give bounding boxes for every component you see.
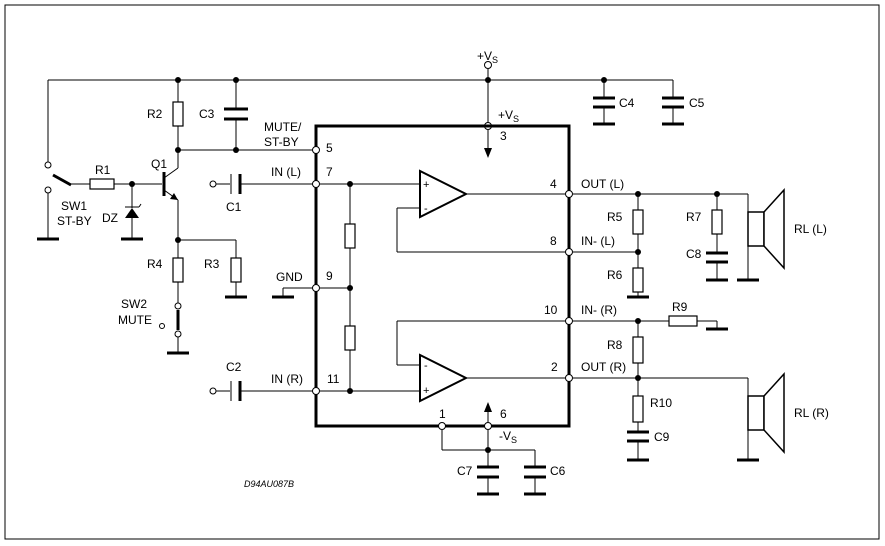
- label-rl-r: RL (R): [794, 406, 829, 420]
- output-right-network: [573, 315, 785, 462]
- switch-sw2: [159, 310, 189, 355]
- label-c7: C7: [457, 464, 473, 478]
- opamp-right: [396, 320, 569, 403]
- label-r2: R2: [147, 107, 163, 121]
- pin-6: 6: [500, 407, 507, 421]
- label-r5: R5: [607, 210, 623, 224]
- pin-2: 2: [551, 360, 558, 374]
- pin-7: 7: [326, 165, 333, 179]
- label-r6: R6: [607, 268, 623, 282]
- supply-label-neg: -VS: [499, 429, 517, 445]
- label-r3: R3: [204, 257, 220, 271]
- label-r8: R8: [607, 338, 623, 352]
- pin-4: 4: [550, 177, 557, 191]
- label-out-r: OUT (R): [581, 360, 626, 374]
- diagram-frame: [4, 4, 880, 540]
- opamp-left-minus: -: [424, 203, 428, 215]
- pin3-supply: [484, 80, 492, 158]
- label-mute: MUTE: [118, 313, 152, 327]
- capacitor-c1: [209, 174, 316, 194]
- label-out-l: OUT (L): [581, 177, 624, 191]
- capacitor-c6: [524, 465, 546, 496]
- label-mute-stby-1: MUTE/: [264, 120, 302, 134]
- internal-bias-network: [320, 181, 420, 394]
- pin-10: 10: [544, 303, 558, 317]
- switch-sw1: [37, 161, 90, 241]
- label-mute-stby-2: ST-BY: [264, 135, 299, 149]
- resistor-r1: [89, 178, 162, 190]
- label-q1: Q1: [151, 157, 167, 171]
- pin-3: 3: [500, 129, 507, 143]
- label-c6: C6: [550, 464, 566, 478]
- label-sw2: SW2: [121, 297, 147, 311]
- label-r1: R1: [95, 163, 111, 177]
- label-r9: R9: [672, 300, 688, 314]
- label-st-by: ST-BY: [57, 214, 92, 228]
- opamp-right-minus: -: [424, 360, 428, 372]
- negative-supply: [438, 402, 536, 466]
- output-left-network: [573, 188, 785, 299]
- opamp-right-plus: +: [423, 385, 429, 397]
- capacitor-c7: [477, 465, 499, 496]
- label-sw1: SW1: [61, 199, 87, 213]
- supply-label-ic: +VS: [498, 108, 519, 124]
- label-in-minus-r: IN- (R): [581, 303, 617, 317]
- ground-pin9: [272, 284, 320, 299]
- opamp-left-plus: +: [423, 179, 429, 191]
- pin-1: 1: [439, 407, 446, 421]
- label-r4: R4: [147, 257, 163, 271]
- pin-8: 8: [550, 234, 557, 248]
- capacitor-c2: [209, 381, 316, 401]
- label-c4: C4: [619, 96, 635, 110]
- opamp-left: [396, 169, 569, 253]
- label-c5: C5: [689, 96, 705, 110]
- label-c3: C3: [199, 107, 215, 121]
- resistor-r2: [172, 80, 184, 153]
- label-in-minus-l: IN- (L): [581, 234, 615, 248]
- label-r10: R10: [650, 396, 672, 410]
- label-c1: C1: [226, 200, 242, 214]
- label-rl-l: RL (L): [794, 222, 827, 236]
- supply-label-top: +VS: [477, 49, 498, 65]
- pin-5: 5: [326, 141, 333, 155]
- capacitor-c5: [662, 96, 684, 126]
- capacitor-c3: [224, 80, 248, 153]
- pin-11: 11: [327, 372, 340, 386]
- drawing-code: D94AU087B: [244, 479, 294, 489]
- capacitor-c4: [593, 80, 615, 126]
- supply-rail: [47, 61, 674, 162]
- label-r7: R7: [686, 210, 702, 224]
- zener-dz: [121, 184, 143, 241]
- label-dz: DZ: [102, 211, 118, 225]
- label-in-l: IN (L): [271, 165, 301, 179]
- label-c8: C8: [686, 247, 702, 261]
- label-c2: C2: [226, 360, 242, 374]
- transistor-q1: [162, 150, 181, 258]
- label-in-r: IN (R): [271, 372, 303, 386]
- label-c9: C9: [654, 430, 670, 444]
- pin-9: 9: [326, 269, 333, 283]
- label-gnd: GND: [276, 270, 303, 284]
- resistor-r4: [172, 257, 184, 310]
- resistor-r3: [178, 239, 247, 299]
